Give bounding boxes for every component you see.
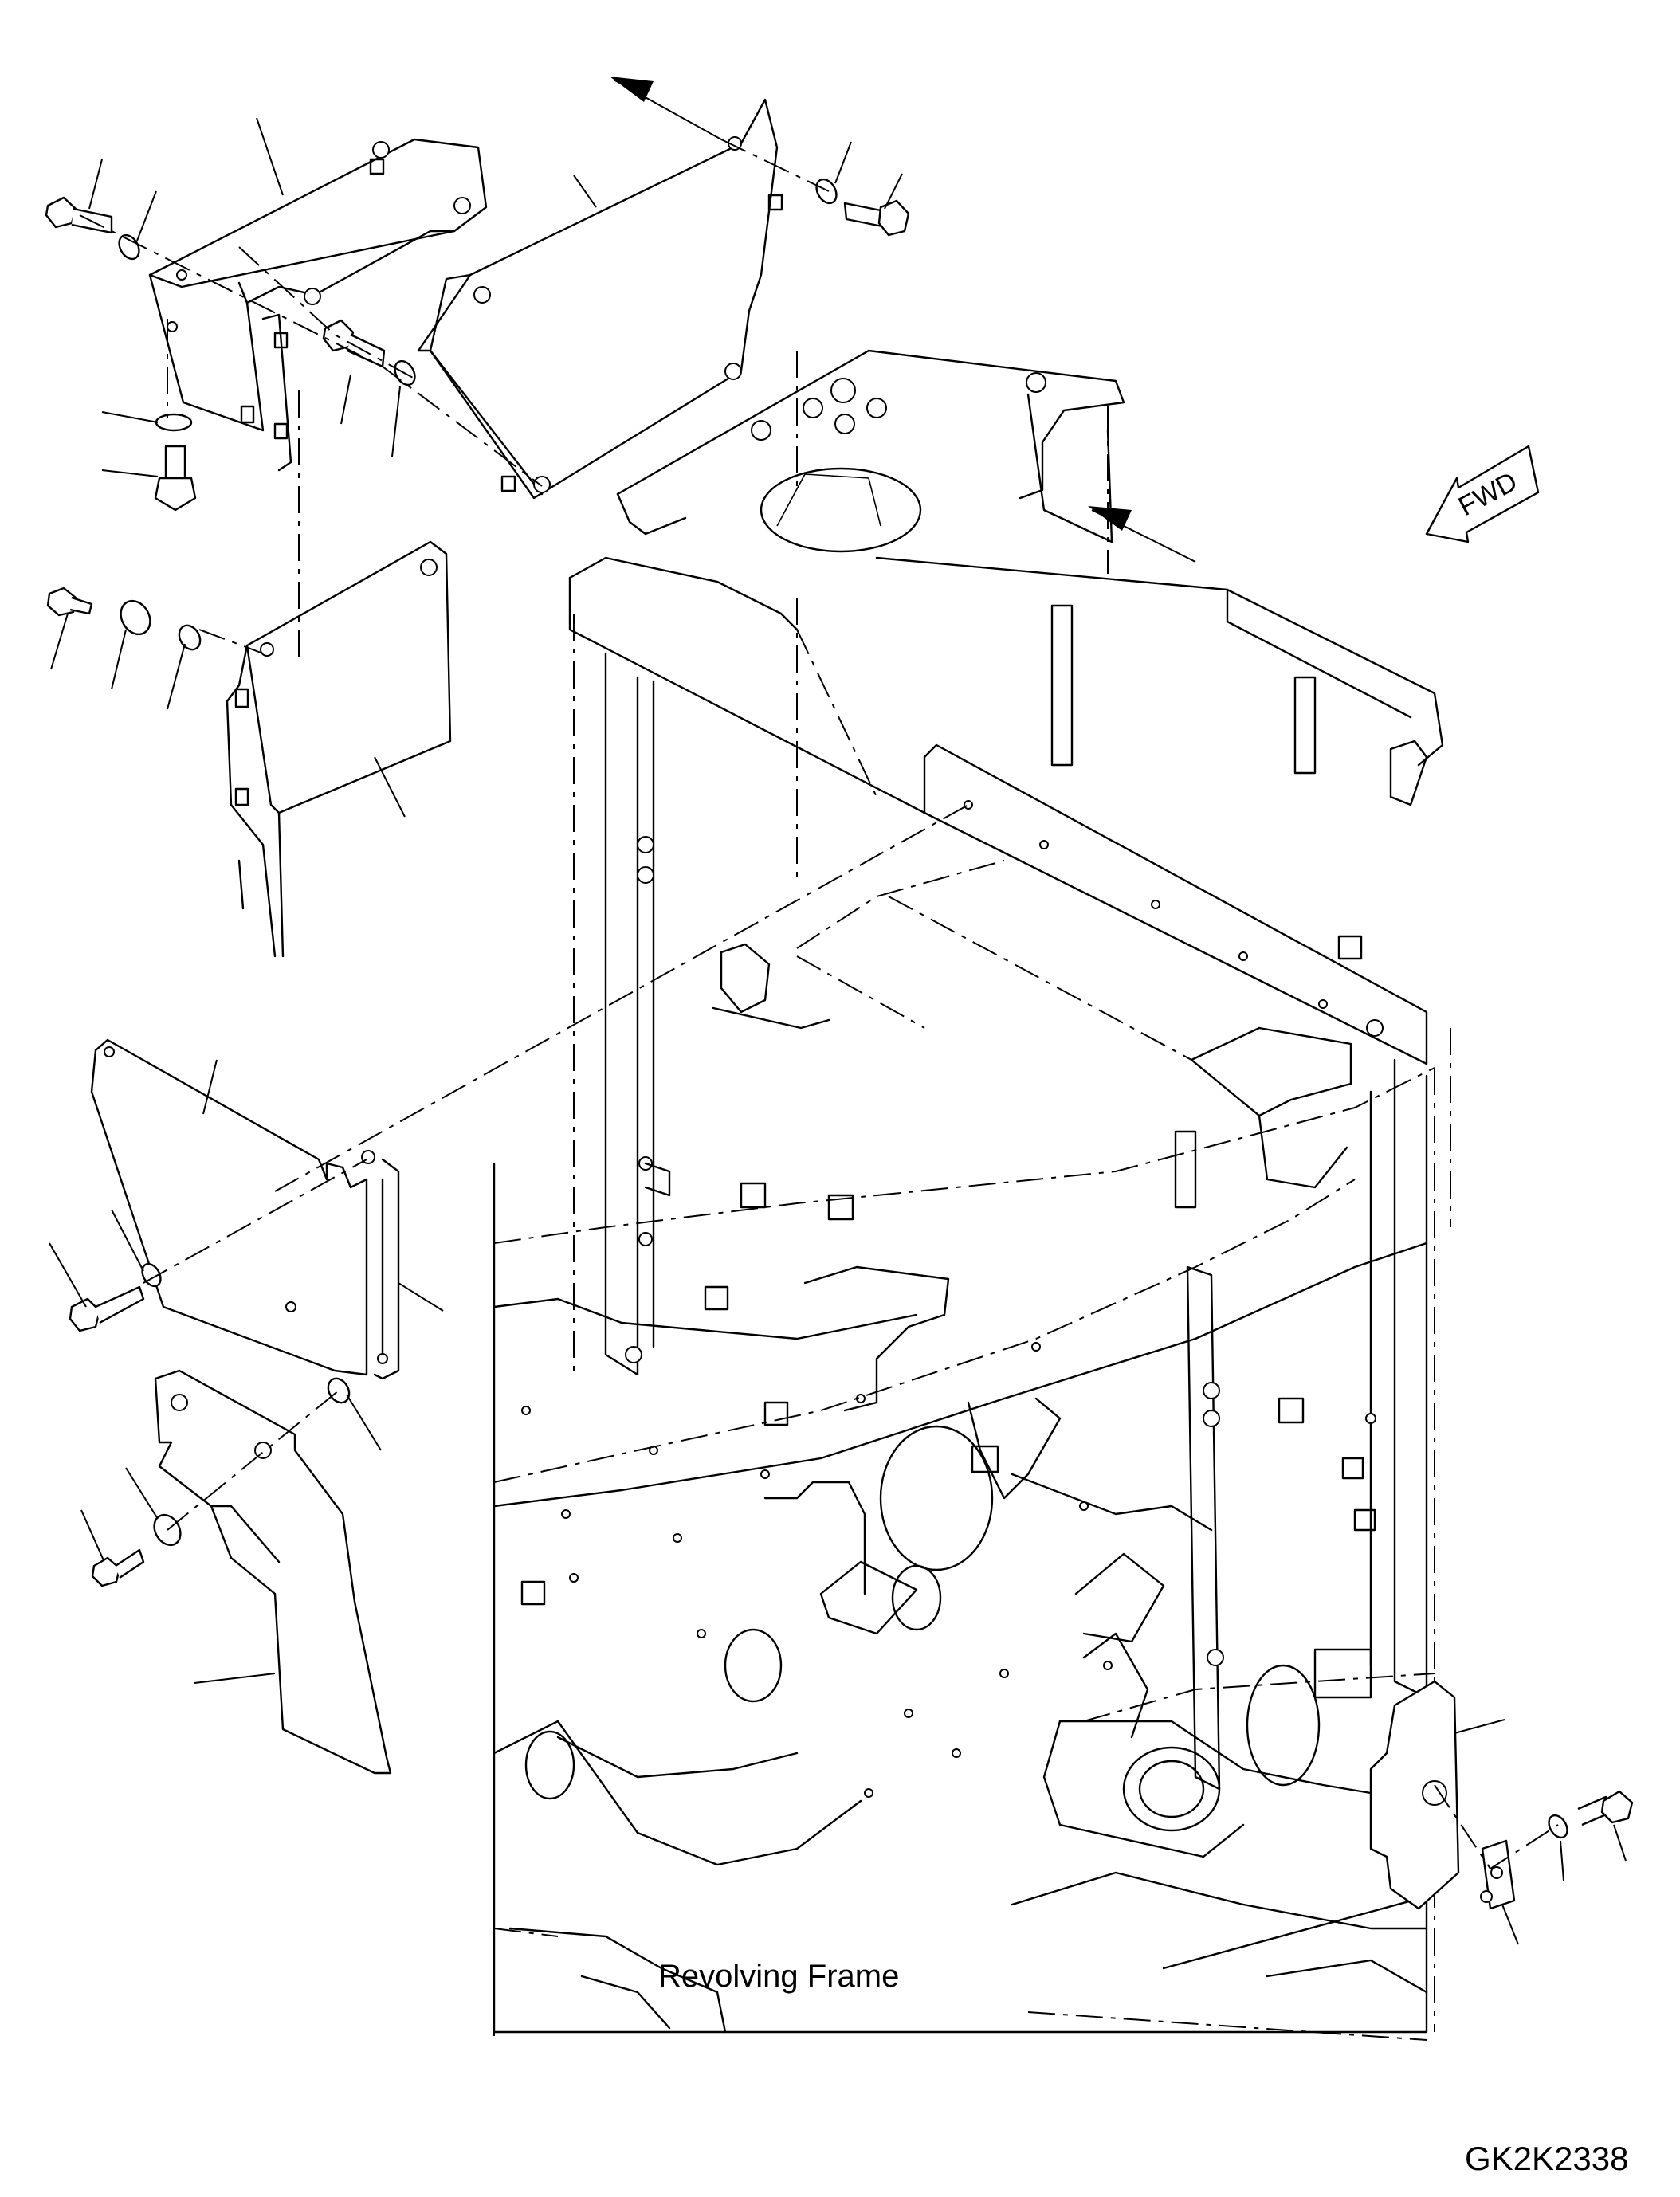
lower-left-cover <box>90 1038 400 1380</box>
right-post-bolts <box>1203 1382 1376 1666</box>
middle-left-plate <box>226 540 452 958</box>
frame-holes <box>521 1342 1113 1798</box>
fwd-arrow-icon: FWD <box>1425 445 1540 543</box>
direction-arrow-icon <box>610 77 1196 563</box>
bottom-right-bracket <box>1369 1680 1516 1910</box>
top-right-cover <box>417 98 783 500</box>
frame-blocks <box>520 935 1376 1699</box>
alignment-lines <box>79 139 1559 1870</box>
top-left-cover <box>148 138 488 472</box>
drawing-number: GK2K2338 <box>1465 2140 1629 2177</box>
beam-holes <box>964 800 1384 1037</box>
assembly-label: Revolving Frame <box>658 1959 900 1994</box>
platform-nuts <box>751 372 1046 441</box>
bottom-left-guard <box>154 1369 392 1775</box>
revolving-frame <box>493 349 1451 2041</box>
leader-lines <box>49 117 1627 1945</box>
post-bolts <box>625 836 654 1363</box>
